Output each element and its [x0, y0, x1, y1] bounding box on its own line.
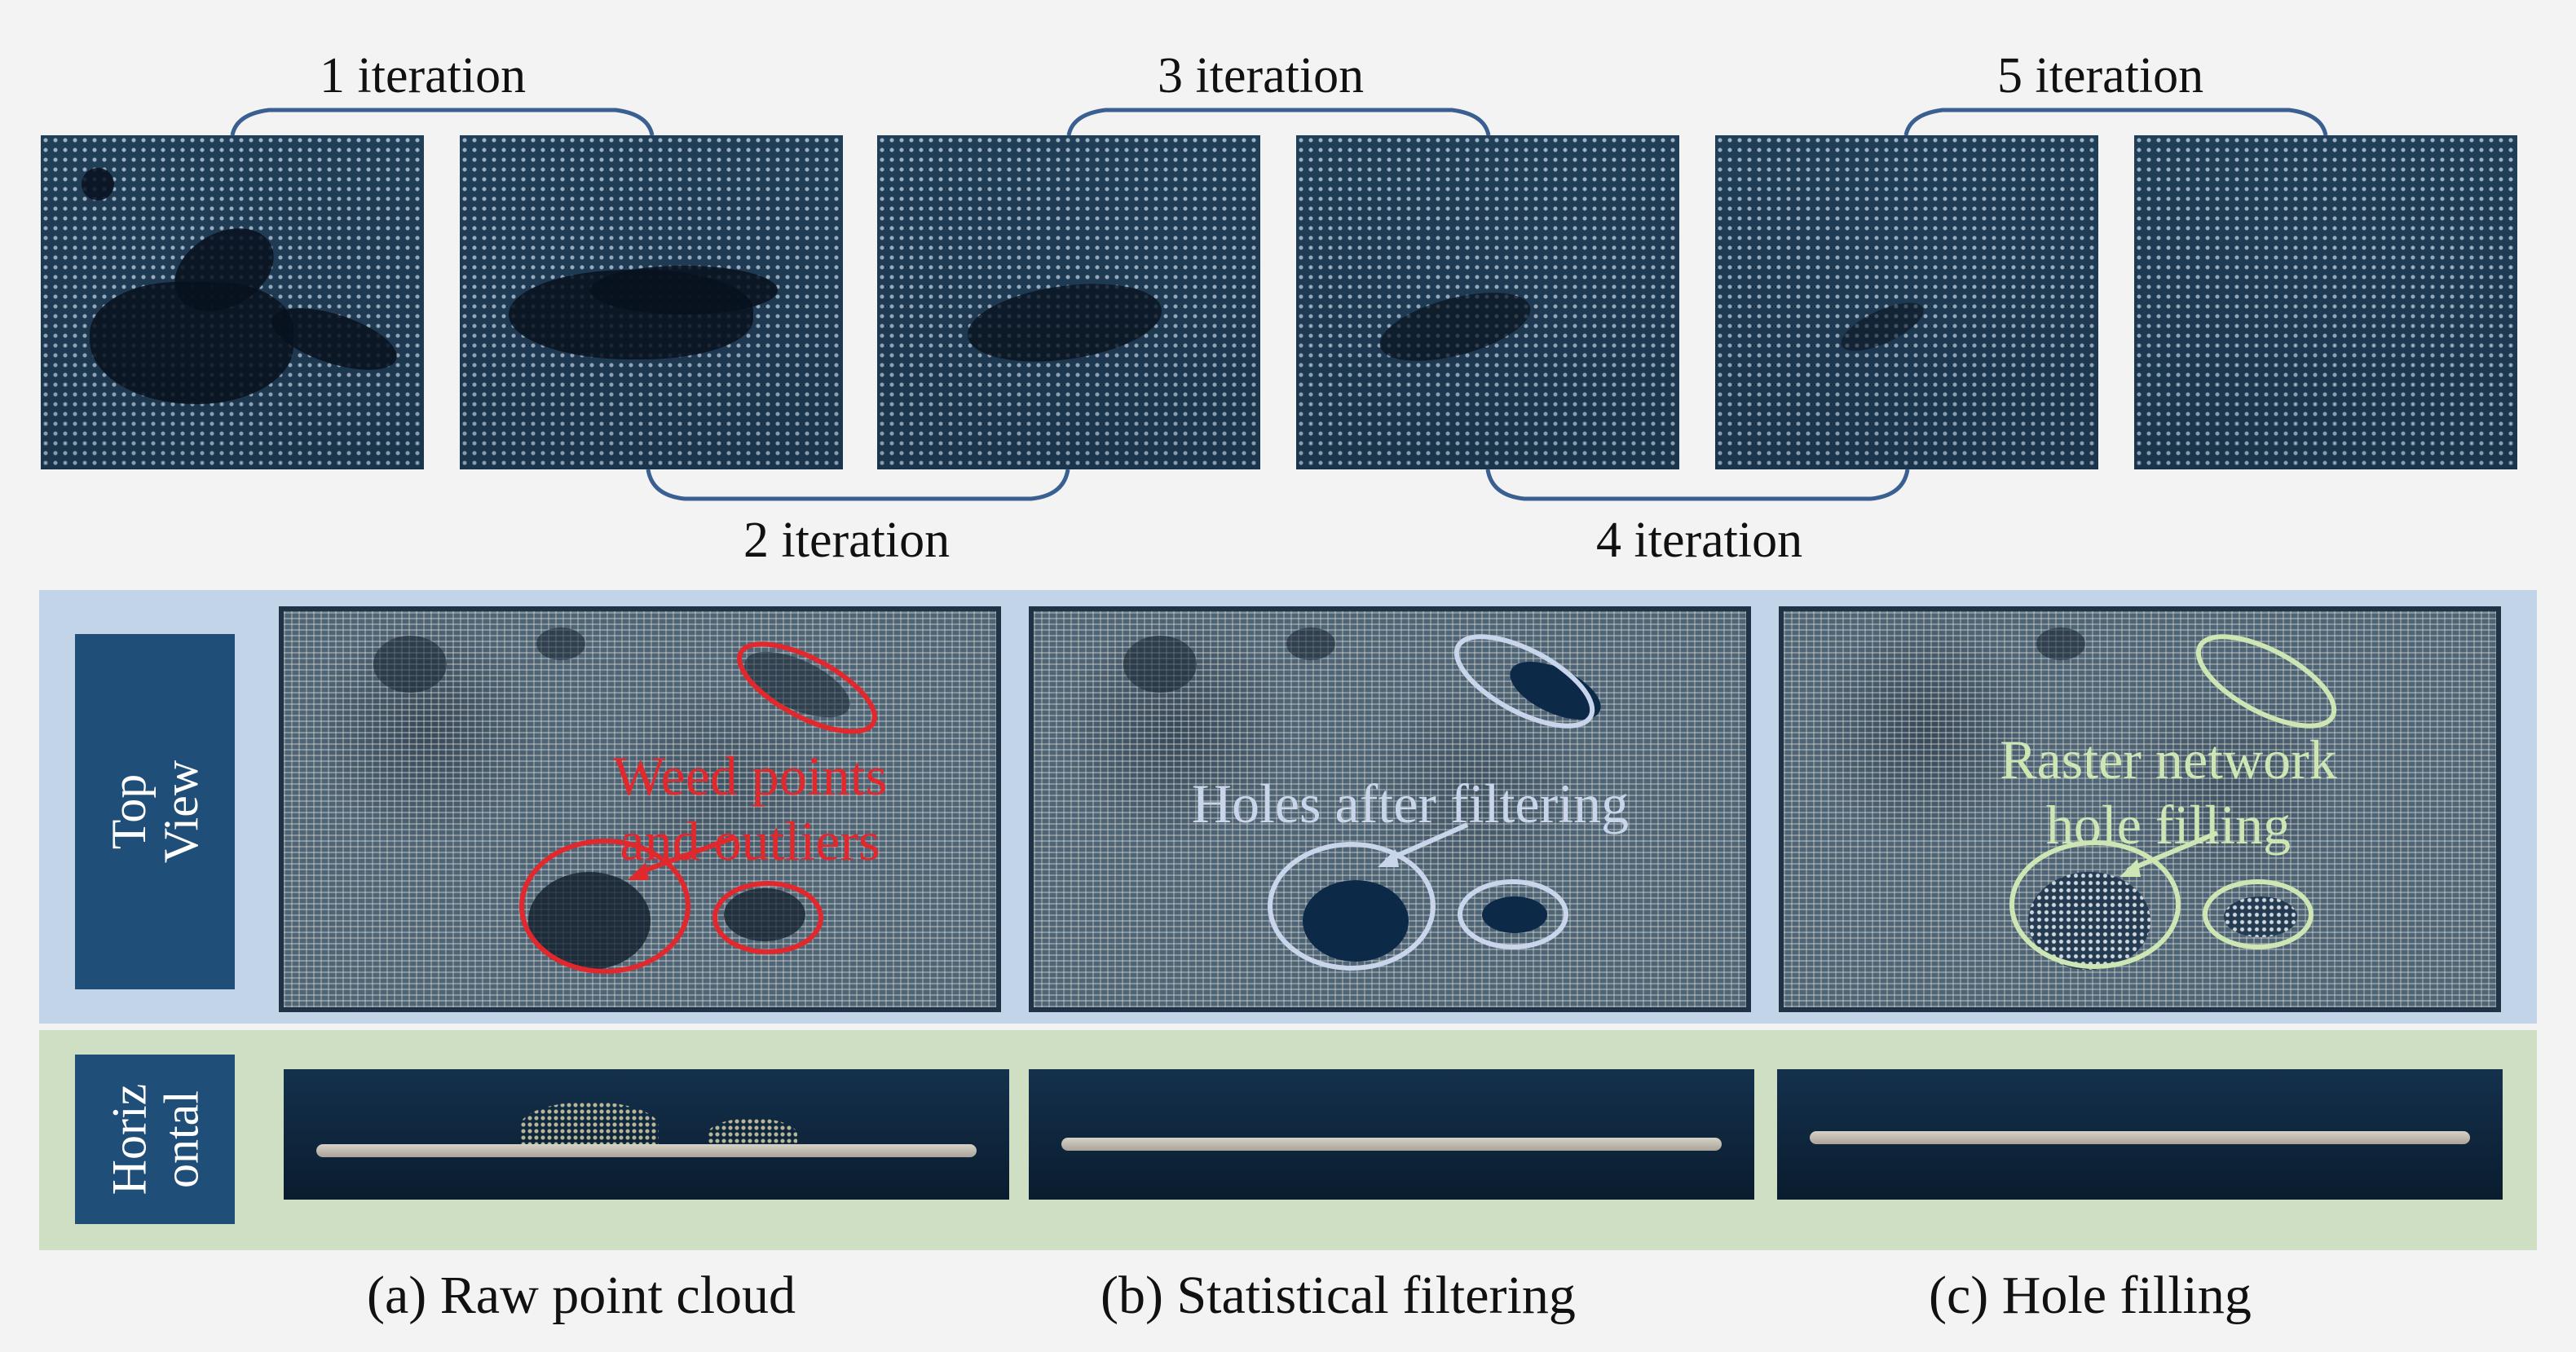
raw-side-view — [284, 1069, 1009, 1200]
iteration-tile-0 — [41, 135, 424, 469]
arc-4 — [1485, 469, 1910, 501]
iteration-arcs — [230, 108, 2328, 501]
raw-ring-small — [712, 881, 823, 954]
annotation-weed-points: Weed points and outliers — [612, 745, 888, 872]
filtered-ring-top — [1453, 634, 1595, 729]
iteration-label-1: 1 iteration — [320, 48, 527, 103]
row-label-top-view: Top View — [75, 634, 235, 989]
raw-top-view — [279, 606, 1001, 1012]
filled-ring-small — [2203, 879, 2314, 949]
filtered-ring-small — [1458, 879, 1568, 949]
iteration-tile-3 — [1296, 135, 1679, 469]
filled-side-view — [1777, 1069, 2503, 1200]
iteration-tile-5 — [2134, 135, 2517, 469]
caption-hole-filling: (c) Hole filling — [1929, 1266, 2252, 1325]
iteration-label-2: 2 iteration — [743, 513, 951, 568]
filled-ring-large — [2009, 840, 2181, 969]
row-label-horizontal: Horiz ontal — [75, 1055, 235, 1224]
arc-1 — [230, 108, 655, 136]
arc-5 — [1903, 108, 2328, 136]
filled-top-view — [1779, 606, 2501, 1012]
filled-ring-top — [2195, 634, 2337, 729]
arc-2 — [646, 469, 1070, 501]
arc-3 — [1066, 108, 1491, 136]
iteration-label-3: 3 iteration — [1158, 48, 1365, 103]
caption-raw-point-cloud: (a) Raw point cloud — [367, 1266, 796, 1325]
iteration-label-5: 5 iteration — [1997, 48, 2204, 103]
filtered-ring-large — [1268, 842, 1436, 971]
annotation-raster-hole-filling: Raster network hole filling — [2000, 729, 2337, 856]
iteration-tile-4 — [1715, 135, 2098, 469]
annotation-holes-after-filtering: Holes after filtering — [1191, 773, 1630, 835]
raw-ring-large — [519, 839, 690, 974]
iteration-tile-1 — [460, 135, 843, 469]
iteration-label-4: 4 iteration — [1596, 513, 1803, 568]
iteration-tile-2 — [877, 135, 1260, 469]
raw-ring-weed — [737, 641, 877, 734]
filtered-top-view — [1029, 606, 1751, 1012]
filtered-side-view — [1029, 1069, 1754, 1200]
caption-statistical-filtering: (b) Statistical filtering — [1101, 1266, 1576, 1325]
